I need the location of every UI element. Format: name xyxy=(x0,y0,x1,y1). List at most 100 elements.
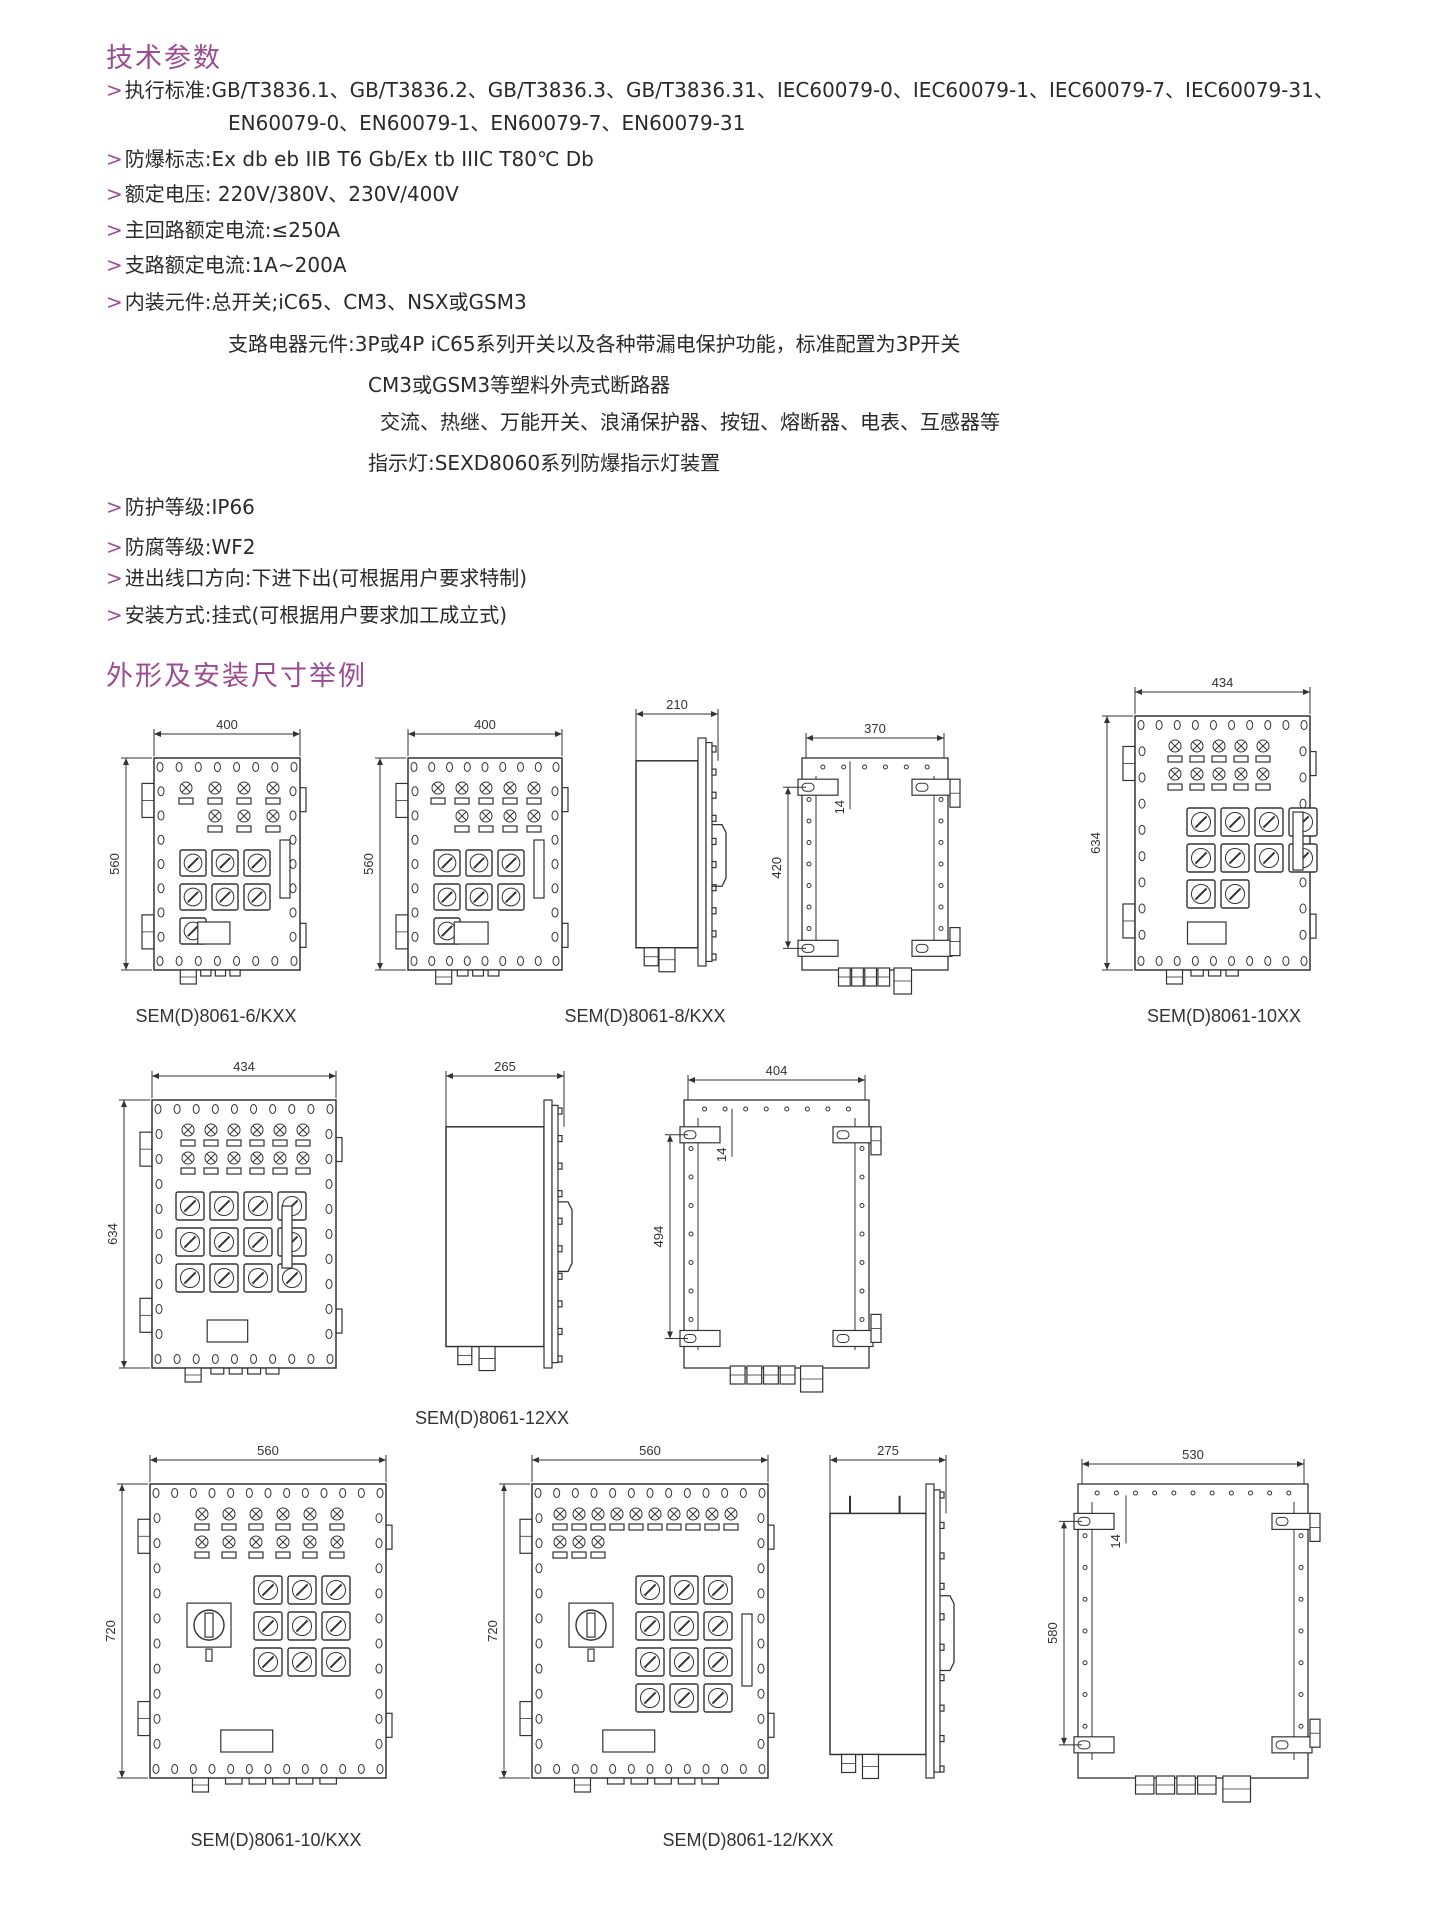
indicator-lamp-icon xyxy=(249,1123,265,1147)
bolt-icon xyxy=(245,1488,253,1498)
spec-text: 执行标准:GB/T3836.1、GB/T3836.2、GB/T3836.3、GB… xyxy=(124,78,1334,102)
lamp-label xyxy=(236,825,252,833)
dimension-label: 580 xyxy=(1045,1622,1060,1644)
bolt-icon xyxy=(194,762,202,772)
side-lug xyxy=(299,922,307,948)
bolt-icon xyxy=(1137,956,1145,966)
cable-entry xyxy=(1207,969,1222,977)
enclosure-body-side xyxy=(829,1512,927,1756)
bolt-head xyxy=(711,814,717,822)
bolt-icon xyxy=(535,1638,543,1649)
lamp-label xyxy=(221,1523,237,1531)
cable-entry xyxy=(487,969,500,977)
lamp-label xyxy=(552,1551,568,1559)
bolt-icon xyxy=(157,883,165,894)
indicator-lamp-icon xyxy=(207,809,223,833)
lamp-label xyxy=(249,1139,265,1147)
bolt-icon xyxy=(289,931,297,942)
cable-entry xyxy=(247,1367,262,1375)
bolt-icon xyxy=(499,762,507,772)
slot-icon xyxy=(836,1333,850,1343)
indicator-lamp-icon xyxy=(236,781,252,805)
bolt-icon xyxy=(171,1764,179,1774)
bolt-head xyxy=(711,907,717,915)
bolt-icon xyxy=(155,1229,163,1239)
bolt-icon xyxy=(757,1538,765,1549)
switch-icon xyxy=(635,1683,665,1713)
indicator-lamp-icon xyxy=(329,1535,345,1559)
bolt-icon xyxy=(481,762,489,772)
switch-icon xyxy=(1254,843,1284,873)
indicator-lamp-icon xyxy=(590,1535,606,1559)
indicator-lamp-icon xyxy=(207,781,223,805)
switch-icon xyxy=(243,883,271,911)
switch-icon xyxy=(635,1647,665,1677)
bolt-head xyxy=(557,1107,563,1115)
cable-entry xyxy=(701,1777,720,1785)
dimension-height: 494 xyxy=(651,1134,688,1339)
lamp-label xyxy=(1255,755,1271,763)
bolt-head xyxy=(557,1134,563,1143)
lamp-label xyxy=(1211,783,1227,791)
bolt-icon xyxy=(757,1513,765,1524)
indicator-lamp-icon xyxy=(1255,767,1271,791)
bolt-icon xyxy=(375,1538,383,1549)
spec-text: 额定电压: 220V/380V、230V/400V xyxy=(124,182,459,206)
bolt-head xyxy=(711,953,717,961)
lamp-label xyxy=(1189,755,1205,763)
bolt-icon xyxy=(411,786,419,797)
dimension-height: 580 xyxy=(1045,1520,1082,1746)
bolt-icon xyxy=(301,1764,309,1774)
indicator-lamp-icon xyxy=(272,1123,288,1147)
enclosure-body-side xyxy=(445,1126,545,1348)
cable-entry xyxy=(229,969,241,977)
lamp-label xyxy=(194,1551,210,1559)
indicator-lamp-icon xyxy=(704,1507,720,1531)
hole-icon xyxy=(1082,1628,1088,1634)
bolt-icon xyxy=(153,1588,161,1599)
model-caption: SEM(D)8061-8/KXX xyxy=(564,1006,725,1026)
bolt-icon xyxy=(739,1488,747,1498)
bolt-icon xyxy=(290,956,298,966)
switch-icon xyxy=(433,849,461,877)
hole-icon xyxy=(806,840,812,845)
bolt-icon xyxy=(757,1613,765,1624)
bolt-head xyxy=(711,791,717,799)
lamp-label xyxy=(248,1523,264,1531)
switch-icon xyxy=(669,1647,699,1677)
hole-icon xyxy=(859,1146,865,1151)
bolt-icon xyxy=(152,1488,160,1498)
switch-icon xyxy=(1254,807,1284,837)
spec-text: 防腐等级:WF2 xyxy=(124,535,256,559)
switch-icon xyxy=(1220,807,1250,837)
indicator-lamp-icon xyxy=(454,781,470,805)
indicator-lamp-icon xyxy=(194,1535,210,1559)
hole-icon xyxy=(1082,1533,1088,1539)
hole-icon xyxy=(938,926,944,931)
bolt-icon xyxy=(1209,956,1217,966)
bolt-icon xyxy=(1209,720,1217,730)
dimension-width: 265 xyxy=(445,1059,565,1127)
bolt-head xyxy=(557,1300,563,1308)
bolt-icon xyxy=(155,1129,163,1139)
dimension-width: 560 xyxy=(531,1443,769,1482)
indicator-lamp-icon xyxy=(226,1123,242,1147)
bolt-icon xyxy=(551,834,559,845)
dimension-width: 434 xyxy=(1134,675,1311,714)
bolt-icon xyxy=(325,1179,333,1189)
switch-icon xyxy=(703,1575,733,1605)
switch-icon xyxy=(433,917,461,945)
switch-icon xyxy=(287,1611,317,1641)
bolt-icon xyxy=(721,1764,729,1774)
lamp-label xyxy=(180,1139,196,1147)
dimension-height: 720 xyxy=(485,1483,530,1779)
bolt-icon xyxy=(535,1538,543,1549)
hole-icon xyxy=(1298,1723,1304,1729)
bolt-icon xyxy=(289,859,297,869)
bolt-icon xyxy=(757,1563,765,1574)
switch-icon xyxy=(253,1611,283,1641)
indicator-lamp-icon xyxy=(478,809,494,833)
bolt-icon xyxy=(208,1764,216,1774)
lamp-label xyxy=(265,825,281,833)
